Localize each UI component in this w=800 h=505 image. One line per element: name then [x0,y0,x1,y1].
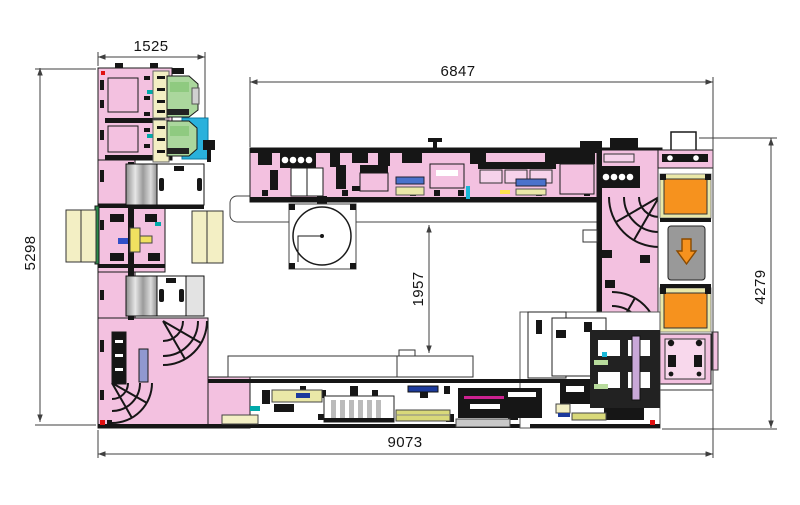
feeder-units [152,68,209,163]
dim-value: 5298 [22,235,39,271]
top-machine-line [203,131,697,270]
dimension-lines [35,52,777,458]
corner-turn-bottom-left [111,320,208,424]
orange-station-top [659,173,712,222]
flow-arrow-icon [675,238,698,266]
green-feeder-1 [166,75,200,118]
dim-label-top-left-width: 1525 [111,37,191,57]
shuttle-box [667,225,706,281]
dim-value: 4279 [752,269,769,305]
dim-value: 6847 [440,63,476,80]
dim-label-right-height: 4279 [751,255,771,319]
mid-fixture [110,214,161,261]
dim-value: 1957 [410,271,427,307]
lavender-bar [138,348,149,383]
dim-value: 1525 [133,38,169,55]
orange-station-bottom [659,284,712,333]
right-stations [657,149,719,391]
dim-label-inner-height: 1957 [409,257,429,321]
bottom-right-station [527,311,660,428]
dim-label-left-height: 5298 [21,221,41,285]
bottom-machine-line [208,311,661,429]
green-feeder-2 [166,120,198,157]
dim-value: 9073 [387,434,423,451]
dim-label-top-right-width: 6847 [418,62,498,82]
left-line-machines [65,163,224,317]
dim-label-bottom-width: 9073 [365,433,445,453]
transfer-cart [658,333,712,385]
turntable [288,203,357,270]
